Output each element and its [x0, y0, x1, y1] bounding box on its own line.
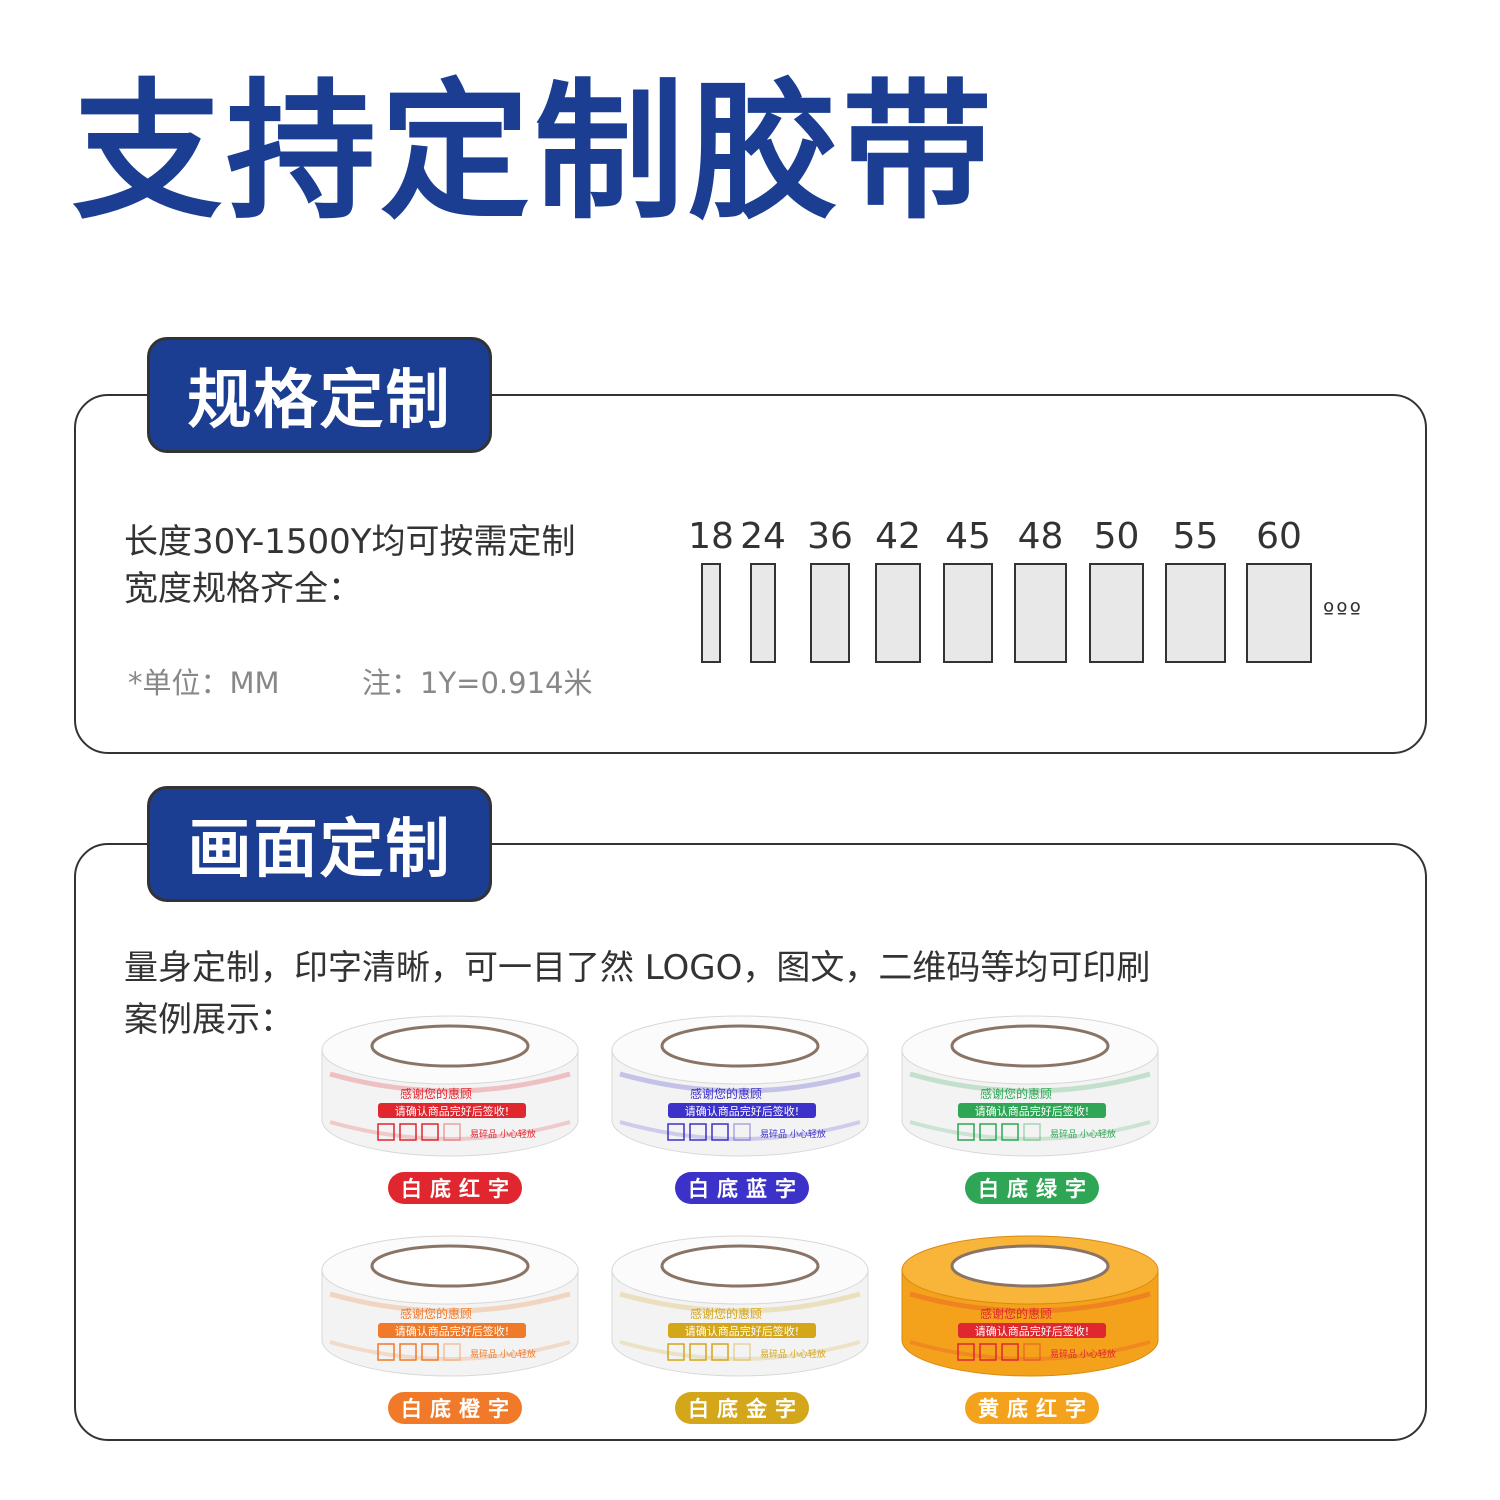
width-text: 宽度规格齐全：	[124, 569, 362, 609]
color-variant-badge: 黄底红字	[965, 1392, 1099, 1424]
svg-text:请确认商品完好后签收!: 请确认商品完好后签收!	[685, 1104, 799, 1118]
tape-roll-image: 感谢您的惠顾请确认商品完好后签收! 易碎品 小心轻放	[610, 1232, 870, 1377]
tape-roll-image: 感谢您的惠顾请确认商品完好后签收! 易碎品 小心轻放	[320, 1232, 580, 1377]
svg-text:易碎品 小心轻放: 易碎品 小心轻放	[1050, 1128, 1116, 1140]
svg-text:易碎品 小心轻放: 易碎品 小心轻放	[470, 1348, 536, 1360]
length-text: 长度30Y-1500Y均可按需定制	[124, 522, 576, 562]
tape-roll-image: 感谢您的惠顾请确认商品完好后签收! 易碎品 小心轻放	[900, 1232, 1160, 1377]
svg-text:感谢您的惠顾: 感谢您的惠顾	[400, 1306, 472, 1321]
width-label: 48	[1017, 516, 1064, 557]
conversion-note: 注：1Y=0.914米	[362, 666, 593, 700]
svg-text:感谢您的惠顾: 感谢您的惠顾	[690, 1086, 762, 1101]
tape-roll-image: 感谢您的惠顾请确认商品完好后签收! 易碎品 小心轻放	[610, 1012, 870, 1157]
more-indicator: ººº	[1323, 598, 1363, 626]
width-bar	[810, 563, 850, 663]
spec-tag: 规格定制	[147, 337, 492, 453]
svg-text:请确认商品完好后签收!: 请确认商品完好后签收!	[395, 1324, 509, 1338]
width-bar	[1165, 563, 1226, 663]
page-title: 支持定制胶带	[72, 66, 997, 240]
width-bar	[1089, 563, 1144, 663]
svg-text:易碎品 小心轻放: 易碎品 小心轻放	[760, 1348, 826, 1360]
color-variant-badge: 白底蓝字	[675, 1172, 809, 1204]
svg-text:易碎品 小心轻放: 易碎品 小心轻放	[760, 1128, 826, 1140]
svg-text:感谢您的惠顾: 感谢您的惠顾	[400, 1086, 472, 1101]
color-variant-badge: 白底金字	[675, 1392, 809, 1424]
color-variant-badge: 白底绿字	[965, 1172, 1099, 1204]
svg-text:感谢您的惠顾: 感谢您的惠顾	[980, 1306, 1052, 1321]
color-variant-badge: 白底红字	[388, 1172, 522, 1204]
width-label: 18	[688, 516, 734, 557]
width-bar	[875, 563, 921, 663]
print-tag: 画面定制	[147, 786, 492, 902]
tape-roll-image: 感谢您的惠顾请确认商品完好后签收! 易碎品 小心轻放	[320, 1012, 580, 1157]
width-bar	[750, 563, 776, 663]
width-bar	[943, 563, 993, 663]
tape-roll-image: 感谢您的惠顾请确认商品完好后签收! 易碎品 小心轻放	[900, 1012, 1160, 1157]
width-label: 50	[1093, 516, 1140, 557]
svg-text:感谢您的惠顾: 感谢您的惠顾	[980, 1086, 1052, 1101]
svg-text:易碎品 小心轻放: 易碎品 小心轻放	[1050, 1348, 1116, 1360]
svg-text:请确认商品完好后签收!: 请确认商品完好后签收!	[975, 1324, 1089, 1338]
showcase-label: 案例展示：	[124, 1000, 294, 1040]
unit-note: *单位：MM	[128, 666, 280, 700]
width-label: 24	[740, 516, 786, 557]
width-label: 45	[945, 516, 991, 557]
width-label: 42	[875, 516, 921, 557]
svg-text:请确认商品完好后签收!: 请确认商品完好后签收!	[395, 1104, 509, 1118]
width-bar	[701, 563, 721, 663]
width-bar	[1014, 563, 1067, 663]
svg-text:请确认商品完好后签收!: 请确认商品完好后签收!	[975, 1104, 1089, 1118]
width-label: 36	[807, 516, 853, 557]
svg-text:请确认商品完好后签收!: 请确认商品完好后签收!	[685, 1324, 799, 1338]
print-desc: 量身定制，印字清晰，可一目了然 LOGO，图文，二维码等均可印刷	[124, 948, 1151, 988]
svg-text:感谢您的惠顾: 感谢您的惠顾	[690, 1306, 762, 1321]
width-label: 55	[1172, 516, 1219, 557]
width-label: 60	[1256, 516, 1302, 557]
width-bar	[1246, 563, 1312, 663]
svg-text:易碎品 小心轻放: 易碎品 小心轻放	[470, 1128, 536, 1140]
color-variant-badge: 白底橙字	[388, 1392, 522, 1424]
